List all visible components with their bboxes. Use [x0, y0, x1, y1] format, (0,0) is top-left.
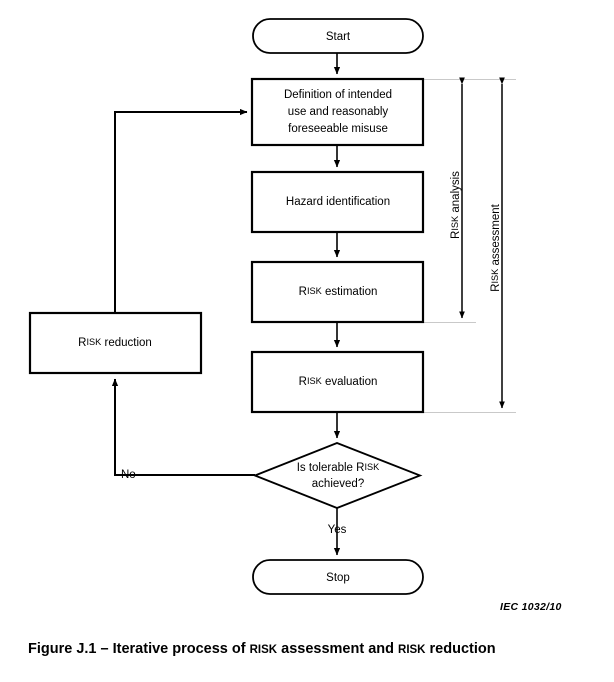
node-risk-evaluation-cap: R: [299, 376, 307, 388]
caption-risk-1: RISK: [249, 644, 278, 656]
node-start[interactable]: Start: [252, 18, 424, 54]
node-risk-reduction[interactable]: RISK reduction: [28, 311, 203, 375]
node-start-label: Start: [326, 31, 351, 43]
node-risk-evaluation-rest: evaluation: [322, 376, 378, 388]
node-decision-line1-cap: R: [356, 462, 364, 474]
node-stop-label: Stop: [326, 572, 350, 584]
bracket-label-risk-analysis: RISK analysis: [450, 171, 462, 239]
node-risk-reduction-label: RISK reduction: [78, 337, 152, 349]
caption-suffix: reduction: [425, 641, 496, 657]
node-risk-estimation[interactable]: RISK estimation: [250, 260, 425, 324]
bracket-risk-assessment-rest: assessment: [490, 203, 502, 268]
bracket-risk-assessment-cap: R: [490, 284, 502, 292]
edge-label-no: No: [121, 469, 136, 481]
node-risk-evaluation-small: ISK: [307, 376, 323, 386]
node-risk-reduction-small: ISK: [86, 337, 102, 347]
node-risk-estimation-label: RISK estimation: [299, 286, 378, 298]
node-decision-tolerable-risk[interactable]: Is tolerable RISK achieved?: [252, 442, 423, 509]
node-definition-line3: foreseeable misuse: [288, 123, 388, 135]
node-definition-line2: use and reasonably: [288, 106, 389, 118]
connector-reduction-to-definition: [114, 108, 248, 313]
connector-decision-no-to-reduction: [111, 378, 255, 476]
bracket-risk-analysis-small: ISK: [450, 215, 460, 231]
node-risk-estimation-small: ISK: [307, 286, 323, 296]
caption-risk-2: RISK: [398, 644, 426, 656]
node-stop[interactable]: Stop: [252, 559, 424, 595]
node-risk-reduction-rest: reduction: [101, 337, 152, 349]
node-risk-reduction-cap: R: [78, 337, 86, 349]
bracket-label-risk-assessment: RISK assessment: [490, 203, 502, 291]
node-definition-line1: Definition of intended: [284, 89, 392, 101]
bracket-risk-analysis-cap: R: [450, 231, 462, 239]
node-hazard-identification-label: Hazard identification: [286, 196, 390, 208]
caption-mid: assessment and: [277, 641, 399, 657]
node-risk-evaluation[interactable]: RISK evaluation: [250, 350, 425, 414]
edge-label-yes: Yes: [328, 524, 347, 536]
node-risk-estimation-rest: estimation: [322, 286, 378, 298]
node-definition[interactable]: Definition of intended use and reasonabl…: [250, 77, 425, 147]
caption-prefix: Figure J.1 – Iterative process of: [28, 641, 250, 657]
node-decision-line1-small: ISK: [364, 462, 380, 472]
bracket-risk-assessment-small: ISK: [490, 268, 500, 284]
figure-caption: Figure J.1 – Iterative process of RISK a…: [28, 641, 588, 657]
node-risk-evaluation-label: RISK evaluation: [299, 376, 378, 388]
node-decision-line1-pre: Is tolerable: [297, 462, 356, 474]
node-decision-line1: Is tolerable RISK: [297, 462, 380, 474]
bracket-risk-analysis-rest: analysis: [450, 171, 462, 216]
node-decision-line2: achieved?: [312, 478, 364, 490]
source-note: IEC 1032/10: [500, 601, 562, 613]
node-hazard-identification[interactable]: Hazard identification: [250, 170, 425, 234]
node-risk-estimation-cap: R: [299, 286, 307, 298]
